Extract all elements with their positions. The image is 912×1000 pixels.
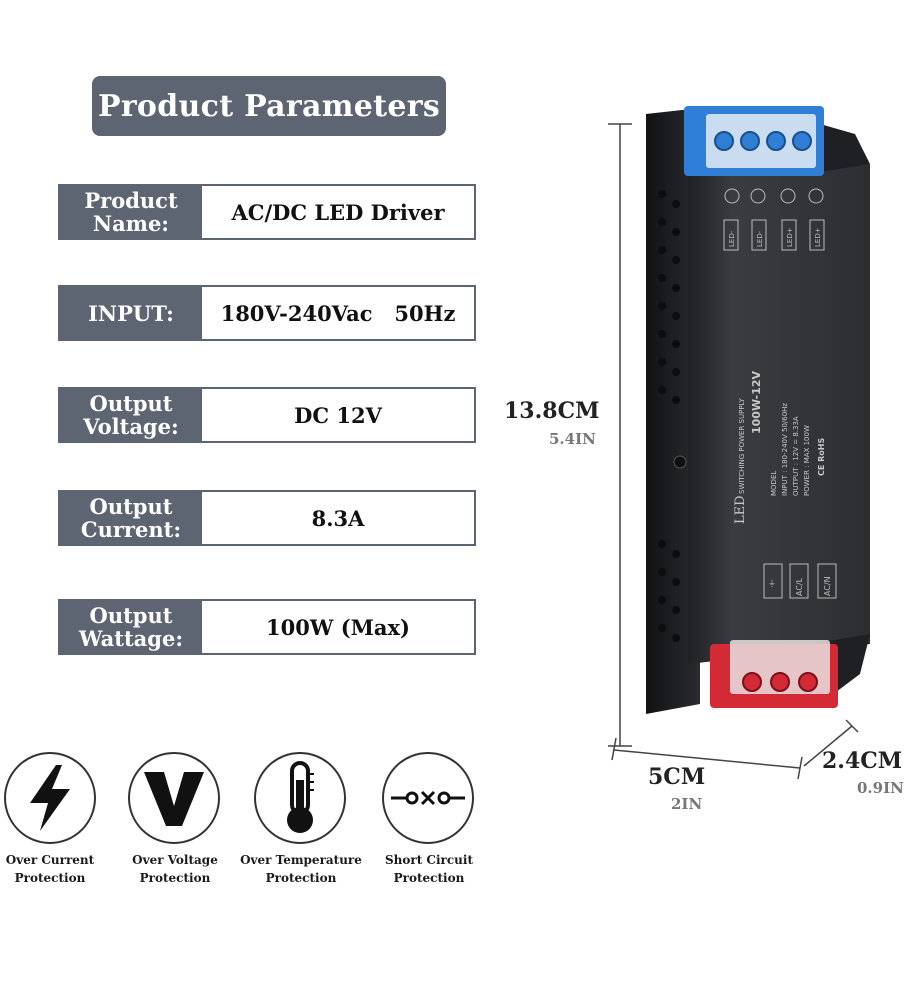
height-in-label: 5.4IN xyxy=(549,430,596,448)
height-cm-label: 13.8CM xyxy=(504,398,600,424)
param-row-input: INPUT: 180V-240Vac 50Hz xyxy=(58,285,476,341)
param-label: Product Name: xyxy=(60,186,202,238)
param-row-product-name: Product Name: AC/DC LED Driver xyxy=(58,184,476,240)
param-label: Output Wattage: xyxy=(60,601,202,653)
param-value: 180V-240Vac 50Hz xyxy=(220,300,456,326)
param-label: INPUT: xyxy=(60,287,202,339)
spec-line: OUTPUT : 12V = 8.33A xyxy=(792,416,800,496)
terminal-label: AC/L xyxy=(795,577,804,596)
model-label: 100W-12V xyxy=(750,371,763,434)
protection-label: Over Voltage Protection xyxy=(132,853,218,885)
terminal-label: LED- xyxy=(728,230,736,247)
terminal-label: AC/N xyxy=(823,576,832,596)
short-circuit-icon xyxy=(382,752,474,844)
lightning-icon xyxy=(4,752,96,844)
thermometer-icon xyxy=(254,752,346,844)
terminal-label: LED+ xyxy=(786,227,794,247)
param-value: 100W (Max) xyxy=(266,614,410,640)
param-row-output-wattage: Output Wattage: 100W (Max) xyxy=(58,599,476,655)
spec-line: POWER : MAX 100W xyxy=(803,425,811,496)
protection-label: Short Circuit Protection xyxy=(384,853,473,885)
param-row-output-current: Output Current: 8.3A xyxy=(58,490,476,546)
led-driver-device: LED- LED- LED+ LED+ LED SWITCHING POWER … xyxy=(646,106,870,714)
param-value: AC/DC LED Driver xyxy=(231,199,445,225)
series-suffix-label: SWITCHING POWER SUPPLY xyxy=(738,397,746,494)
spec-line: MODEL xyxy=(770,471,778,496)
terminal-label: LED- xyxy=(756,230,764,247)
terminal-label: ⏚ xyxy=(768,579,776,588)
protection-label: Over Temperature Protection xyxy=(240,853,362,885)
protection-label: Over Current Protection xyxy=(5,853,95,885)
param-label: Output Current: xyxy=(60,492,202,544)
depth-cm-label: 2.4CM xyxy=(822,748,903,774)
cert-label: CE RoHS xyxy=(817,438,826,476)
width-in-label: 2IN xyxy=(671,795,703,813)
param-label: Output Voltage: xyxy=(60,389,202,441)
param-row-output-voltage: Output Voltage: DC 12V xyxy=(58,387,476,443)
voltage-v-icon xyxy=(128,752,220,844)
series-label: LED xyxy=(733,495,748,524)
param-value: DC 12V xyxy=(294,402,382,428)
page-title: Product Parameters xyxy=(92,76,446,136)
spec-line: INPUT : 180-240V 50/60Hz xyxy=(781,403,789,496)
depth-in-label: 0.9IN xyxy=(857,779,904,797)
width-cm-label: 5CM xyxy=(648,764,706,790)
terminal-label: LED+ xyxy=(814,227,822,247)
param-value: 8.3A xyxy=(311,505,365,531)
